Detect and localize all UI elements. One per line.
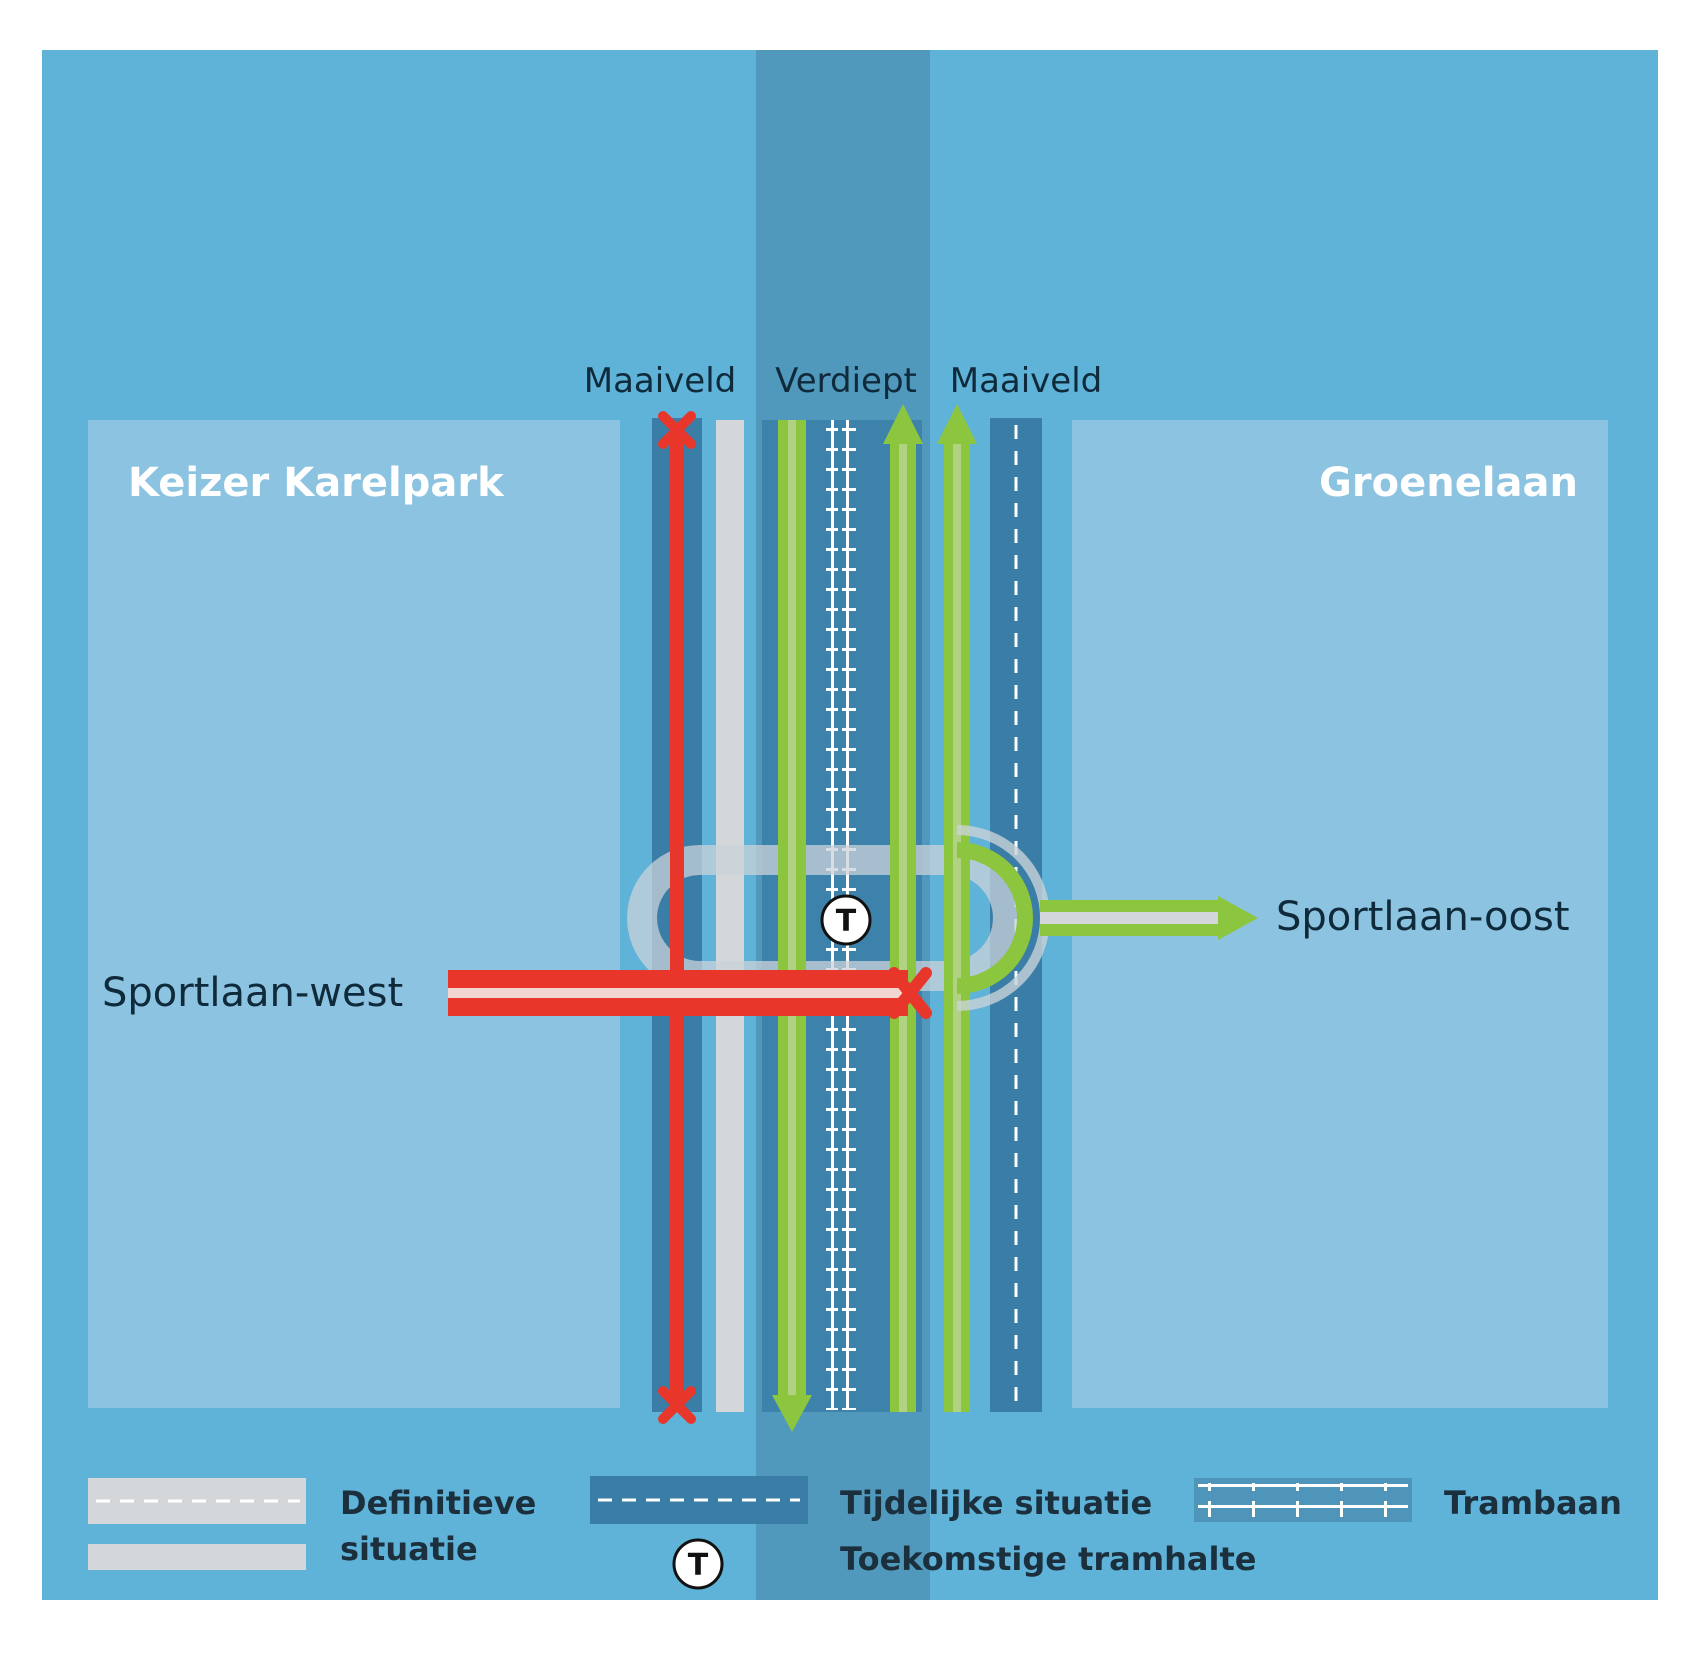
legend-label-definitive-1: Definitieve xyxy=(340,1484,536,1522)
panel-keizer-karelpark xyxy=(88,420,620,1408)
closed-route-west-core xyxy=(448,988,908,998)
arrow-head-icon xyxy=(1218,896,1258,940)
legend-label-temporary: Tijdelijke situatie xyxy=(840,1484,1152,1522)
x-cross-icon xyxy=(888,967,932,1019)
road-label-west: Sportlaan-west xyxy=(102,970,403,1016)
left-definitive-road xyxy=(716,420,744,1412)
area-label-east: Groenelaan xyxy=(1319,460,1578,506)
open-route-loop xyxy=(956,842,1033,994)
column-label-center: Verdiept xyxy=(775,361,917,401)
x-cross-icon xyxy=(658,411,696,449)
area-label-west: Keizer Karelpark xyxy=(128,460,505,506)
x-cross-icon xyxy=(658,1386,696,1424)
legend-swatch-tram-track-rails xyxy=(1198,1483,1408,1517)
arrow-head-icon xyxy=(883,404,923,444)
arrow-head-icon xyxy=(937,404,977,444)
legend-label-tram-track: Trambaan xyxy=(1444,1484,1622,1522)
tram-stop-letter: T xyxy=(836,904,857,939)
column-label-right: Maaiveld xyxy=(950,361,1103,401)
open-route-up-right-core xyxy=(953,440,961,1412)
tram-stop-icon: T xyxy=(820,894,872,946)
legend-label-future-tram-stop: Toekomstige tramhalte xyxy=(840,1540,1256,1578)
arrow-head-icon xyxy=(772,1395,812,1432)
open-route-up-center-core xyxy=(899,440,907,1412)
open-route-east-core xyxy=(1040,912,1220,924)
legend-swatch-definitive-solid xyxy=(88,1544,306,1570)
legend-label-definitive-2: situatie xyxy=(340,1530,478,1568)
open-route-down-core xyxy=(788,420,796,1398)
legend-tram-stop-letter: T xyxy=(688,1548,709,1583)
column-label-left: Maaiveld xyxy=(584,361,737,401)
closed-route-vertical xyxy=(670,428,684,1406)
legend: Definitieve situatie Tijdelijke situatie… xyxy=(88,1476,1622,1590)
tram-stop-icon: T xyxy=(672,1538,724,1590)
road-label-east: Sportlaan-oost xyxy=(1276,894,1570,940)
